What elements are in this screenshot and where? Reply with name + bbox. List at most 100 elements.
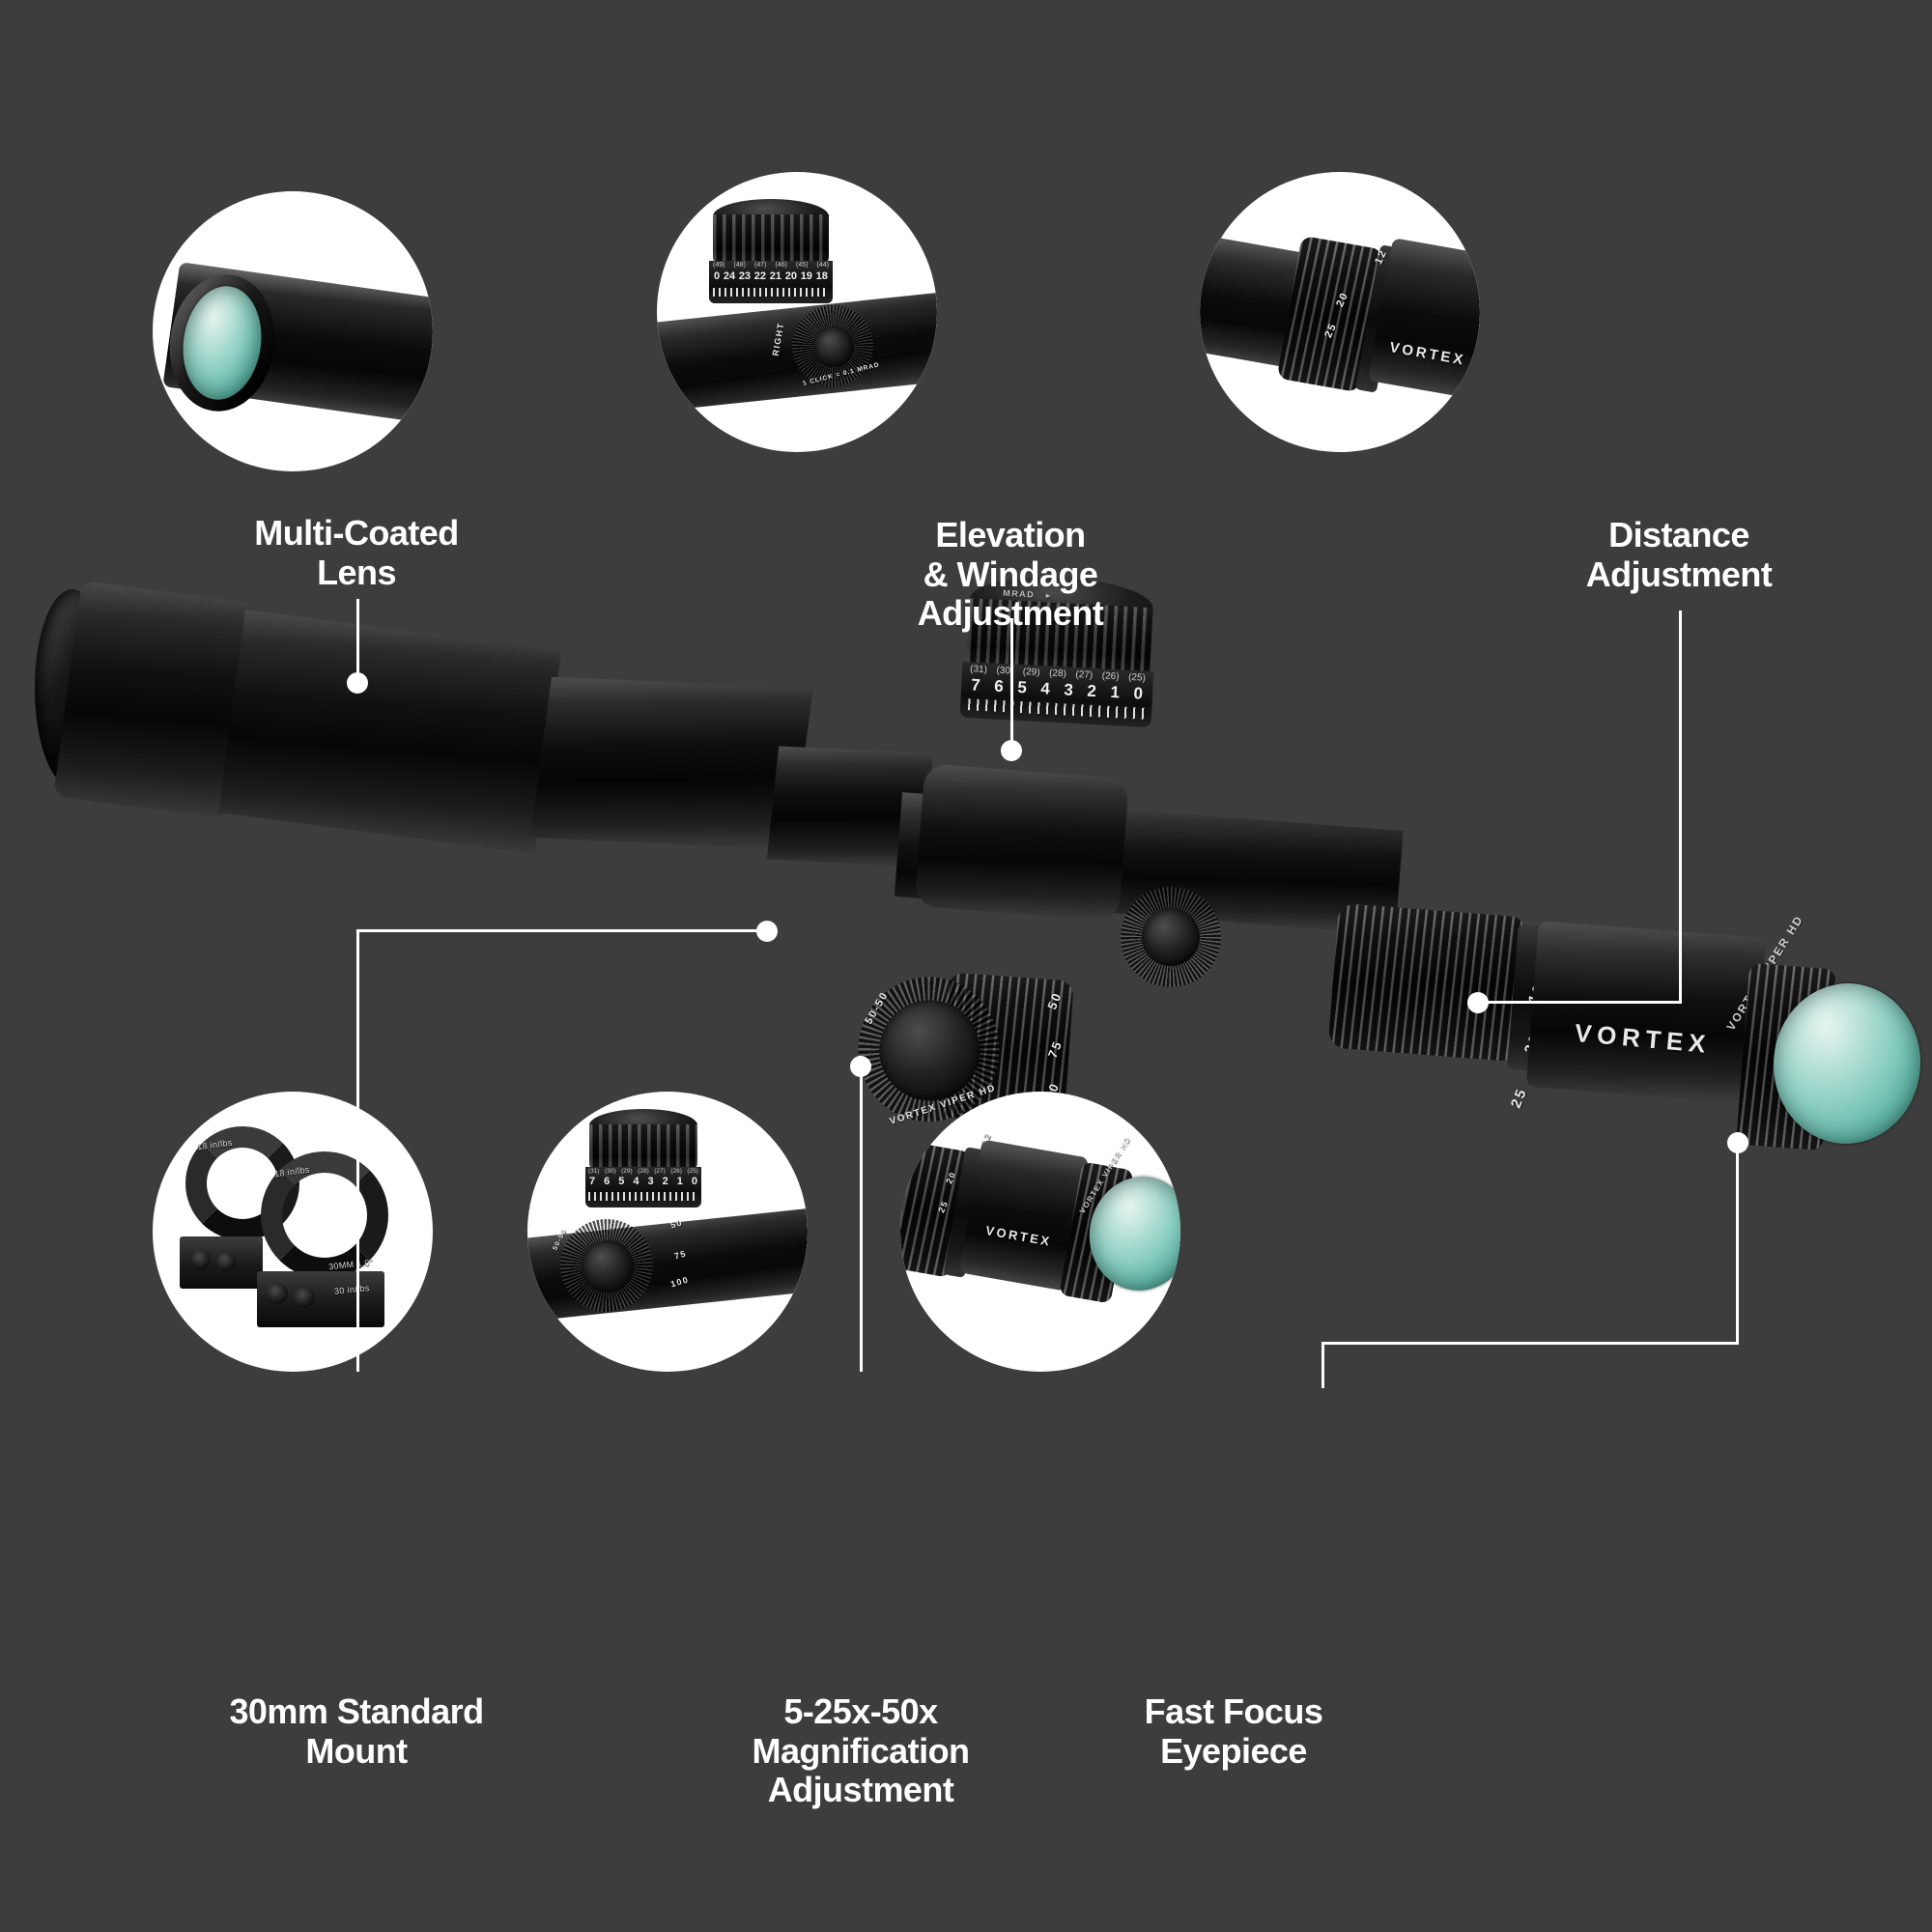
inset-distance-adjustment-clip: 12 20 25 VORTEX bbox=[1200, 172, 1480, 452]
inset2-num-22: 22 bbox=[753, 270, 767, 282]
leader-fast-focus-vertical bbox=[1321, 1342, 1324, 1388]
inset5-num-5: 5 bbox=[618, 1176, 625, 1187]
leader-dot-magnification bbox=[850, 1056, 871, 1077]
inset-elevation-windage: (49) (48) (47) (46) (45) (44) 0 24 23 22… bbox=[657, 172, 937, 452]
leader-mount-vertical bbox=[356, 929, 359, 1372]
elev-num-0: 0 bbox=[1133, 684, 1144, 703]
inset2-num-19: 19 bbox=[800, 270, 812, 282]
inset5-num-1: 1 bbox=[676, 1176, 683, 1187]
inset2-paren-49: (49) bbox=[713, 262, 725, 269]
leader-dot-elevation-windage bbox=[1001, 740, 1022, 761]
leader-dot-mount bbox=[756, 921, 778, 942]
leader-fast-focus-riser bbox=[1736, 1142, 1739, 1345]
callout-label-elevation-windage: Elevation & Windage Adjustment bbox=[917, 515, 1104, 634]
paren-25: (25) bbox=[1127, 671, 1147, 684]
inset2-paren-46: (46) bbox=[775, 262, 787, 269]
inset5-turret-scale: (31) (30) (29) (28) (27) (26) (25) 7 6 5… bbox=[585, 1167, 701, 1208]
paren-28: (28) bbox=[1048, 668, 1067, 680]
leader-distance-adjustment-vertical bbox=[1679, 611, 1682, 1003]
leader-elevation-windage bbox=[1010, 618, 1013, 749]
inset-scope-rings-clip: 18 in/lbs 18 in/lbs 30MM 1.0" 30 in/lbs bbox=[153, 1092, 433, 1372]
inset5-paren-30: (30) bbox=[605, 1168, 616, 1175]
inset2-num-23: 23 bbox=[738, 270, 752, 282]
inset5-paren-row: (31) (30) (29) (28) (27) (26) (25) bbox=[588, 1168, 698, 1175]
inset5-paren-28: (28) bbox=[638, 1168, 649, 1175]
inset2-paren-44: (44) bbox=[816, 262, 829, 269]
elev-num-3: 3 bbox=[1063, 680, 1074, 699]
leader-multi-coated-lens bbox=[356, 599, 359, 681]
inset2-turret-knurl bbox=[713, 214, 829, 265]
elevation-turret-scale: (31) (30) (29) (28) (27) (26) (25) 7 6 5… bbox=[959, 661, 1154, 728]
inset2-paren-47: (47) bbox=[754, 262, 767, 269]
inset-scope-rings: 18 in/lbs 18 in/lbs 30MM 1.0" 30 in/lbs bbox=[153, 1092, 433, 1372]
inset5-num-3: 3 bbox=[647, 1176, 654, 1187]
inset5-num-6: 6 bbox=[604, 1176, 611, 1187]
paren-27: (27) bbox=[1075, 668, 1094, 681]
windage-turret-group bbox=[1121, 887, 1225, 991]
leader-dot-distance-adjustment bbox=[1467, 992, 1489, 1013]
elev-num-1: 1 bbox=[1109, 682, 1121, 702]
inset5-num-4: 4 bbox=[633, 1176, 639, 1187]
inset2-paren-45: (45) bbox=[796, 262, 809, 269]
inset2-paren-row: (49) (48) (47) (46) (45) (44) bbox=[713, 262, 829, 269]
leader-dot-multi-coated-lens bbox=[347, 672, 368, 694]
inset2-num-21: 21 bbox=[769, 270, 781, 282]
elev-num-6: 6 bbox=[993, 676, 1005, 696]
paren-26: (26) bbox=[1101, 670, 1120, 683]
elev-num-7: 7 bbox=[970, 675, 981, 695]
callout-label-30mm-standard-mount: 30mm Standard Mount bbox=[229, 1691, 484, 1771]
leader-distance-adjustment-horizontal bbox=[1476, 1001, 1682, 1004]
paren-29: (29) bbox=[1022, 667, 1040, 679]
inset2-windage-cap bbox=[813, 327, 854, 367]
callout-label-multi-coated-lens: Multi-Coated Lens bbox=[254, 513, 459, 592]
inset2-number-row: 0 24 23 22 21 20 19 18 bbox=[714, 270, 828, 282]
inset2-num-0: 0 bbox=[714, 270, 721, 282]
inset5-paren-25: (25) bbox=[687, 1168, 698, 1175]
magnification-ring[interactable] bbox=[1327, 902, 1528, 1063]
mount-bolt-front-2 bbox=[294, 1287, 315, 1308]
inset2-num-24: 24 bbox=[723, 270, 736, 282]
turret-saddle bbox=[914, 763, 1130, 923]
inset-parallax-turret-clip: (31) (30) (29) (28) (27) (26) (25) 7 6 5… bbox=[527, 1092, 808, 1372]
leader-fast-focus-horizontal bbox=[1321, 1342, 1739, 1345]
elev-num-5: 5 bbox=[1016, 677, 1028, 697]
inset2-turret-scale: (49) (48) (47) (46) (45) (44) 0 24 23 22… bbox=[709, 261, 833, 303]
inset-fast-focus-eyepiece-clip: 12 20 25 VORTEX VORTEX VIPER HD bbox=[900, 1092, 1180, 1372]
inset5-num-0: 0 bbox=[691, 1176, 697, 1187]
magnification-mark-25: 25 bbox=[1507, 1085, 1531, 1111]
inset-parallax-turret: (31) (30) (29) (28) (27) (26) (25) 7 6 5… bbox=[527, 1092, 808, 1372]
inset5-paren-31: (31) bbox=[588, 1168, 600, 1175]
inset-multi-coated-lens-clip bbox=[153, 191, 433, 471]
eyepiece-body bbox=[1525, 921, 1767, 1104]
windage-turret-cap[interactable] bbox=[1142, 908, 1200, 966]
inset-fast-focus-eyepiece: 12 20 25 VORTEX VORTEX VIPER HD bbox=[900, 1092, 1180, 1372]
inset5-paren-29: (29) bbox=[621, 1168, 633, 1175]
inset2-tick-marks bbox=[713, 288, 829, 297]
inset5-paren-26: (26) bbox=[670, 1168, 682, 1175]
inset2-num-18: 18 bbox=[815, 270, 828, 282]
inset5-num-2: 2 bbox=[662, 1176, 668, 1187]
inset5-number-row: 7 6 5 4 3 2 1 0 bbox=[589, 1176, 697, 1187]
mount-bolt-rear-1 bbox=[191, 1250, 211, 1269]
leader-dot-fast-focus bbox=[1727, 1132, 1748, 1153]
inset-distance-adjustment: 12 20 25 VORTEX bbox=[1200, 172, 1480, 452]
mount-bolt-rear-2 bbox=[216, 1252, 236, 1271]
inset5-parallax-face bbox=[582, 1240, 634, 1293]
inset-multi-coated-lens bbox=[153, 191, 433, 471]
callout-label-distance-adjustment: Distance Adjustment bbox=[1585, 515, 1773, 594]
inset-elevation-windage-clip: (49) (48) (47) (46) (45) (44) 0 24 23 22… bbox=[657, 172, 937, 452]
inset5-num-7: 7 bbox=[589, 1176, 596, 1187]
inset5-tick-marks bbox=[588, 1192, 698, 1201]
leader-magnification-vertical bbox=[860, 1065, 863, 1372]
elev-num-2: 2 bbox=[1086, 681, 1097, 701]
objective-barrel bbox=[218, 609, 562, 855]
inset2-num-20: 20 bbox=[784, 270, 797, 282]
inset5-turret-knurl bbox=[589, 1124, 697, 1171]
mount-bolt-front-1 bbox=[267, 1283, 288, 1304]
callout-label-magnification-adjustment: 5-25x-50x Magnification Adjustment bbox=[752, 1691, 971, 1810]
inset5-paren-27: (27) bbox=[654, 1168, 666, 1175]
elev-num-4: 4 bbox=[1039, 679, 1051, 698]
paren-31: (31) bbox=[969, 664, 988, 676]
